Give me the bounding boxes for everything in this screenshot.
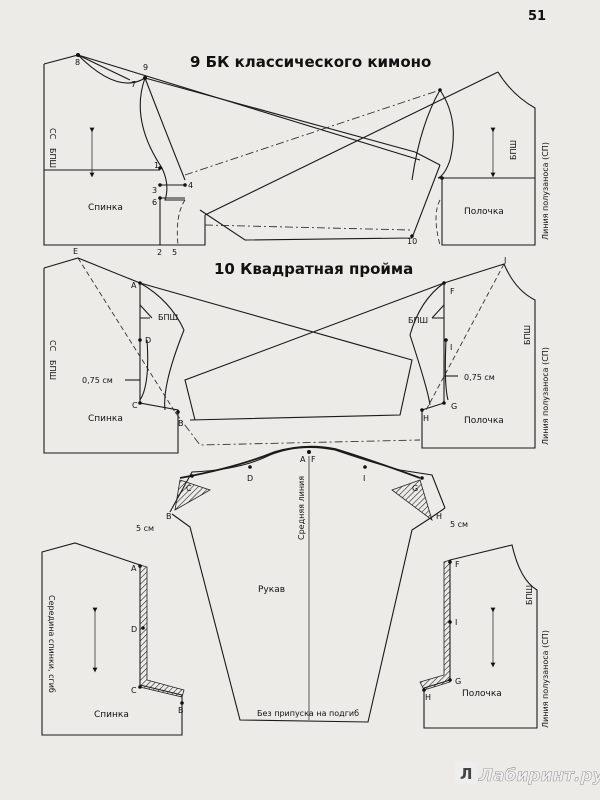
section10-bpsh-side-left: БПШ [48, 360, 57, 380]
s10-point-C: C [132, 401, 138, 410]
sleeve-point-G: G [412, 484, 418, 493]
section10-bpsh-side-right: БПШ [523, 325, 532, 345]
sleeve-point-B: B [166, 512, 172, 521]
section10-bpsh-right: БПШ [408, 316, 428, 325]
point-5: 5 [172, 248, 177, 257]
bottom-front-point-G: G [455, 677, 461, 686]
s10-point-D: D [145, 336, 151, 345]
section10-measure-left: 0,75 см [82, 376, 113, 385]
bottom-front-piece [419, 544, 538, 729]
section9-back-piece [43, 53, 421, 246]
bottom-back-side-label: Середина спинки, сгиб [47, 595, 56, 693]
sleeve-center-line: Средняя линия [297, 476, 306, 540]
bottom-front-point-H: H [425, 693, 431, 702]
point-2: 2 [157, 248, 162, 257]
section10-front-label: Полочка [464, 416, 504, 426]
s10-point-F: F [450, 287, 455, 296]
bottom-front-bpsh: БПШ [525, 585, 534, 605]
section9-cs-label: СС [48, 128, 57, 140]
section9-bpsh-right: БПШ [509, 140, 518, 160]
section9-sleeve [184, 71, 499, 241]
section10-back-piece [43, 257, 421, 454]
section9-front-label: Полочка [464, 207, 504, 217]
sleeve-hem-note: Без припуска на подгиб [257, 709, 359, 718]
bottom-back-point-D: D [131, 625, 137, 634]
section10-back-label: Спинка [88, 414, 123, 424]
s10-point-B: B [178, 419, 184, 428]
section10-measure-right: 0,75 см [464, 373, 495, 382]
point-10: 10 [407, 237, 417, 246]
sleeve-point-D: D [247, 474, 253, 483]
sleeve-point-A: A [300, 455, 306, 464]
sleeve-piece [169, 445, 446, 723]
sleeve-point-I: I [363, 474, 365, 483]
page-number: 51 [528, 9, 546, 24]
section9-line-label: Линия полузаноса (СП) [541, 142, 550, 240]
sleeve-point-C: C [186, 484, 192, 493]
point-1: 1 [154, 161, 159, 170]
bottom-back-point-B: B [178, 706, 184, 715]
point-9: 9 [143, 63, 148, 72]
bottom-front-point-F: F [455, 560, 460, 569]
sleeve-point-H: H [436, 512, 442, 521]
point-3: 3 [152, 186, 157, 195]
s10-point-J: J [503, 256, 506, 265]
section10-bpsh-left: БПШ [158, 313, 178, 322]
point-4: 4 [188, 181, 193, 190]
sleeve-measure-right: 5 см [450, 520, 468, 529]
s10-point-H: H [423, 414, 429, 423]
s10-point-G: G [451, 402, 457, 411]
bottom-front-label: Полочка [462, 689, 502, 699]
section9-bpsh-left: БПШ [48, 148, 57, 168]
section9-title: 9 БК классического кимоно [190, 53, 431, 71]
s10-point-I: I [450, 343, 452, 352]
point-8: 8 [75, 58, 80, 67]
bottom-back-point-A: A [131, 564, 137, 573]
point-7: 7 [131, 80, 136, 89]
sleeve-measure-left: 5 см [136, 524, 154, 533]
bottom-back-label: Спинка [94, 710, 129, 720]
labirint-watermark: Л Лабиринт.ру [455, 762, 600, 786]
bottom-front-line-label: Линия полузаноса (СП) [541, 630, 550, 728]
section10-cs-label: СС [48, 340, 57, 352]
bottom-front-point-I: I [455, 618, 457, 627]
section10-title: 10 Квадратная пройма [214, 260, 413, 278]
section9-front-piece [411, 71, 536, 246]
bottom-back-point-C: C [131, 686, 137, 695]
section10-front-piece [184, 263, 536, 449]
svg-text:Л: Л [460, 765, 472, 783]
section10-line-label: Линия полузаноса (СП) [541, 347, 550, 445]
s10-point-A: A [131, 281, 137, 290]
point-6: 6 [152, 198, 157, 207]
sleeve-label: Рукав [258, 585, 285, 595]
s10-point-E: E [73, 247, 78, 256]
section9-back-label: Спинка [88, 203, 123, 213]
sleeve-point-F: F [311, 455, 316, 464]
bottom-back-piece [41, 542, 185, 736]
watermark-text: Лабиринт.ру [478, 766, 600, 786]
